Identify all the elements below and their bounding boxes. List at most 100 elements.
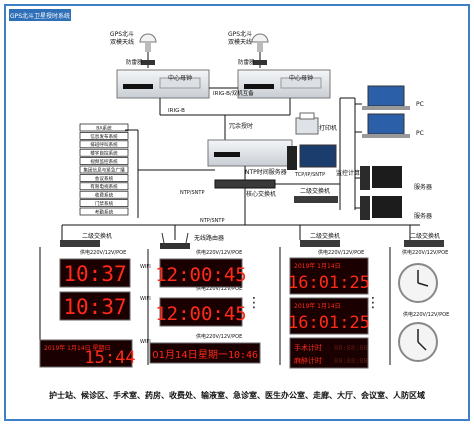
system-box bbox=[79, 199, 129, 207]
wifi-label-3: WIFI bbox=[140, 339, 151, 345]
power-label-5: 供电220V/12V/POE bbox=[196, 285, 242, 292]
led-clock-left-2: 10:37 bbox=[59, 291, 131, 321]
gps-label-2: 双模天线 bbox=[110, 38, 134, 46]
power-label-7: 供电220V/12V/POE bbox=[196, 333, 242, 340]
monitor-label: 监控计算机 bbox=[336, 169, 366, 177]
ntp-downlink-label: NTP/SNTP bbox=[200, 218, 224, 224]
gps-antenna-left: GPS北斗 双模天线 防雷器 bbox=[110, 30, 157, 68]
wireless-router: 无线路由器 bbox=[160, 232, 224, 249]
led-time-mid-2: 12:00:45 bbox=[155, 303, 247, 325]
core-switch-label: 核心交换机 bbox=[246, 190, 276, 198]
secondary-switch-label-top: 二级交换机 bbox=[300, 187, 330, 195]
led-clock-right-2: 2019年 1月14日 16:01:25 bbox=[288, 297, 370, 335]
server-label-2: 服务器 bbox=[414, 212, 432, 220]
diagram-frame bbox=[4, 4, 470, 421]
bottom-caption: 护士站、候诊区、手术室、药房、收费处、输液室、急诊室、医生办公室、走廊、大厅、会… bbox=[49, 390, 425, 400]
secondary-switch-label-right: 二级交换机 bbox=[410, 232, 440, 240]
system-item: 考勤系统 bbox=[95, 208, 114, 215]
system-item: 楼宇自控系统 bbox=[90, 150, 118, 157]
system-item: BA系统 bbox=[96, 124, 112, 131]
master-clock-label-right: 中心母钟 bbox=[289, 74, 313, 82]
analog-clock-2 bbox=[398, 322, 438, 362]
master-clock-right: 中心母钟 bbox=[237, 69, 331, 99]
system-item: 集团信息与紧急广播 bbox=[83, 166, 125, 173]
tcp-label: TCP/IP/SNTP bbox=[294, 172, 325, 178]
server-1: 服务器 bbox=[360, 166, 432, 191]
surgery-time2: 88:88:88 bbox=[334, 357, 368, 365]
core-switch: 核心交换机 bbox=[214, 179, 276, 198]
arrester-label-right: 防雷器 bbox=[238, 58, 255, 66]
secondary-switch-label-mid: 二级交换机 bbox=[310, 232, 340, 240]
wifi-label-1: WIFI bbox=[140, 264, 151, 270]
system-item: 有限电视系统 bbox=[90, 183, 118, 190]
system-box bbox=[79, 157, 129, 165]
led-clock-left-1: 10:37 bbox=[59, 258, 131, 288]
led-date-right-2: 2019年 1月14日 bbox=[294, 302, 341, 310]
pc-label-2: PC bbox=[416, 130, 424, 137]
led-time-left-3: 15:44 bbox=[84, 348, 135, 368]
led-week-mid: 星期一 bbox=[198, 349, 228, 361]
system-item: 信息发布系统 bbox=[90, 133, 118, 140]
led-time-mid-3: 10:46 bbox=[228, 350, 258, 361]
system-box bbox=[79, 123, 129, 132]
ntp-uplink-label: NTP/SNTP bbox=[180, 190, 204, 196]
surgery-timer: 手术计时 麻醉计时 88:88:88 88:88:88 bbox=[289, 337, 369, 369]
secondary-switch-top: 二级交换机 bbox=[294, 187, 338, 203]
led-date-right-1: 2019年 1月14日 bbox=[294, 262, 341, 270]
led-time-right-1: 16:01:25 bbox=[288, 273, 370, 293]
logo-text: GPS北斗卫星授时系统 bbox=[10, 12, 70, 20]
system-item: 收费系统 bbox=[95, 192, 114, 199]
pc-label-1: PC bbox=[416, 101, 424, 108]
power-label-4: 供电220V/12V/POE bbox=[402, 249, 448, 256]
led-date-mid: 01月14日 bbox=[152, 349, 197, 361]
irig-link-label: IRIG-B/双机互备 bbox=[213, 89, 254, 97]
gps-label-1: GPS北斗 bbox=[110, 30, 134, 38]
master-clock-left: 中心母钟 bbox=[116, 69, 210, 99]
system-item: 会议系统 bbox=[95, 175, 114, 182]
gps-antenna-right: GPS北斗 双模天线 防雷器 bbox=[228, 30, 269, 68]
led-time-right-2: 16:01:25 bbox=[288, 313, 370, 333]
gps-label-2b: 双模天线 bbox=[228, 38, 252, 46]
secondary-switch-right: 二级交换机 bbox=[404, 232, 444, 247]
power-label-2: 供电220V/12V/POE bbox=[196, 249, 242, 256]
led-clock-mid-1: 12:00:45 bbox=[155, 258, 247, 288]
gps-label-1b: GPS北斗 bbox=[228, 30, 252, 38]
led-time-left-1: 10:37 bbox=[63, 262, 126, 286]
led-clock-right-1: 2019年 1月14日 16:01:25 bbox=[288, 257, 370, 295]
secondary-switch-mid-right: 二级交换机 bbox=[300, 232, 340, 247]
wireless-router-label: 无线路由器 bbox=[194, 234, 224, 242]
system-box bbox=[79, 190, 129, 199]
printer: 打印机 bbox=[295, 112, 337, 135]
systems-list: BA系统信息发布系统排班呼叫系统楼宇自控系统视频监控系统集团信息与紧急广播会议系… bbox=[79, 123, 129, 216]
led-time-left-2: 10:37 bbox=[63, 295, 126, 319]
wifi-label-2: WIFI bbox=[140, 296, 151, 302]
power-label-1: 供电220V/12V/POE bbox=[80, 249, 126, 256]
led-clock-mid-3: 01月14日 星期一 10:46 bbox=[149, 342, 261, 364]
ellipsis-1: ⋮ bbox=[247, 295, 261, 311]
analog-clock-1 bbox=[398, 263, 438, 303]
system-box bbox=[79, 140, 129, 149]
secondary-switch-left: 二级交换机 bbox=[60, 232, 112, 247]
system-box bbox=[79, 207, 129, 216]
pc-1: PC bbox=[362, 85, 424, 110]
system-box bbox=[79, 182, 129, 191]
ellipsis-2: ⋮ bbox=[366, 295, 380, 311]
surgery-line1: 手术计时 bbox=[294, 343, 322, 352]
led-time-mid-1: 12:00:45 bbox=[155, 264, 247, 286]
system-box bbox=[79, 174, 129, 182]
power-label-8: 供电220V/12V/POE bbox=[403, 311, 449, 318]
pc-2: PC bbox=[362, 113, 424, 138]
redundant-label: 冗余授时 bbox=[229, 122, 253, 130]
led-date-left: 2019年 1月14日 星期日 bbox=[44, 344, 111, 352]
system-box bbox=[79, 132, 129, 140]
surgery-line2: 麻醉计时 bbox=[294, 356, 322, 365]
arrester-label-left: 防雷器 bbox=[126, 58, 143, 66]
company-logo: GPS北斗卫星授时系统 bbox=[9, 9, 71, 21]
led-clock-left-3: 2019年 1月14日 星期日 15:44 bbox=[39, 339, 136, 368]
secondary-switch-label-left: 二级交换机 bbox=[82, 232, 112, 240]
system-item: 排班呼叫系统 bbox=[90, 141, 118, 148]
printer-label: 打印机 bbox=[319, 124, 337, 132]
led-clock-mid-2: 12:00:45 bbox=[155, 297, 247, 327]
